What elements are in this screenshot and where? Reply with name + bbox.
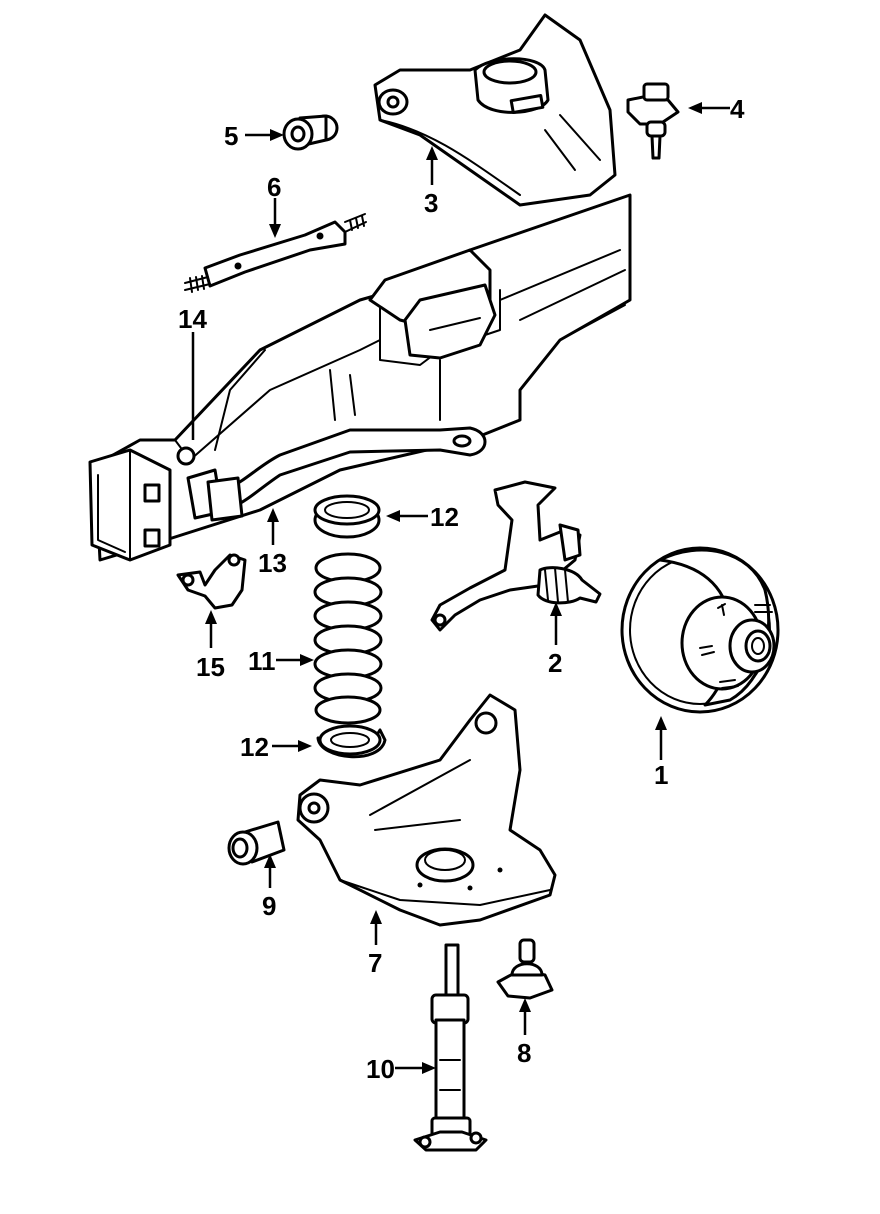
lower-arm-bushing <box>227 820 286 866</box>
callout-leaders <box>191 102 730 1074</box>
callout-10: 10 <box>366 1054 395 1084</box>
callout-labels: 1 2 3 4 5 6 7 8 9 10 11 12 12 13 14 15 <box>178 94 745 1084</box>
upper-arm-bushing <box>282 114 339 151</box>
callout-5: 5 <box>224 121 238 151</box>
upper-control-arm <box>373 13 617 207</box>
shock-absorber <box>413 943 488 1152</box>
callout-12-lower: 12 <box>240 732 269 762</box>
lower-ball-joint <box>496 938 554 1000</box>
callout-3: 3 <box>424 188 438 218</box>
callout-11: 11 <box>248 646 276 676</box>
lower-control-arm <box>296 693 557 927</box>
callout-7: 7 <box>368 948 382 978</box>
spring-insulator-lower <box>316 724 387 759</box>
callout-8: 8 <box>517 1038 531 1068</box>
upper-arm-shaft <box>184 213 367 293</box>
callout-4: 4 <box>730 94 745 124</box>
frame-crossmember <box>88 193 632 562</box>
callout-15: 15 <box>196 652 225 682</box>
callout-14: 14 <box>178 304 207 334</box>
coil-spring <box>313 552 383 725</box>
brake-rotor <box>620 546 780 714</box>
stabilizer-link <box>176 446 196 466</box>
callout-13: 13 <box>258 548 287 578</box>
callout-2: 2 <box>548 648 562 678</box>
callout-6: 6 <box>267 172 281 202</box>
spring-insulator-upper <box>313 494 381 539</box>
stabilizer-bar <box>186 426 487 522</box>
steering-knuckle <box>430 480 602 632</box>
upper-ball-joint <box>626 82 680 160</box>
stabilizer-bar-bracket <box>176 553 247 610</box>
callout-1: 1 <box>654 760 668 790</box>
callout-9: 9 <box>262 891 276 921</box>
callout-12-upper: 12 <box>430 502 459 532</box>
